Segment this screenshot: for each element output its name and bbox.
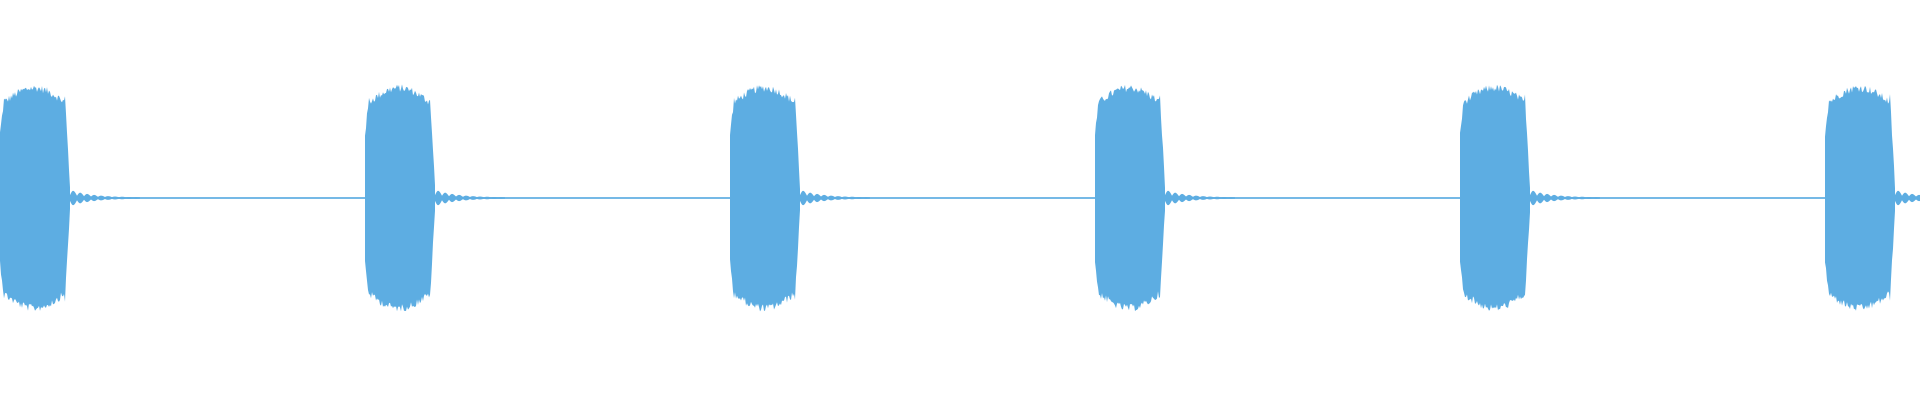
waveform-pulse <box>0 85 140 311</box>
pulse-tail <box>1530 190 1600 206</box>
pulse-burst <box>1825 85 1895 311</box>
waveform-baseline <box>0 197 1920 199</box>
pulse-burst <box>0 85 70 311</box>
pulse-tail <box>800 190 870 206</box>
pulse-tail <box>1165 190 1235 206</box>
pulse-tail <box>435 190 505 206</box>
pulse-burst <box>730 85 800 312</box>
pulse-tail <box>1895 190 1920 206</box>
pulse-burst <box>365 84 435 312</box>
waveform-pulse <box>365 84 505 312</box>
pulse-burst <box>1095 84 1165 312</box>
pulse-burst <box>1460 84 1530 311</box>
waveform-pulse <box>730 85 870 312</box>
pulse-tail <box>70 190 140 206</box>
baseline-line <box>0 197 1920 199</box>
waveform-pulse <box>1460 84 1600 311</box>
waveform-pulse <box>1095 84 1235 312</box>
waveform-pulse <box>1825 85 1920 311</box>
waveform-pulses <box>0 84 1920 312</box>
